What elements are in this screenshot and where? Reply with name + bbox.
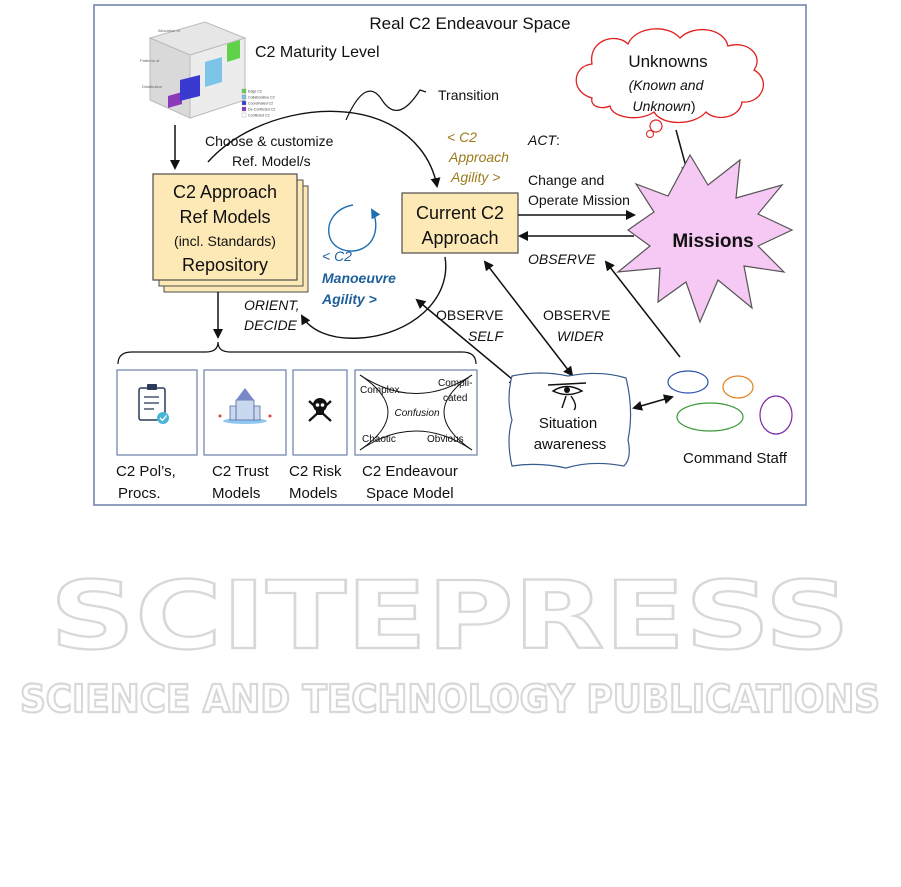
model-label-1-line2: Models — [212, 485, 260, 502]
unknowns-title: Unknowns — [628, 52, 707, 71]
eye-icon — [547, 382, 587, 411]
models-brace — [117, 341, 477, 365]
cynefin-complicated-2: cated — [443, 393, 467, 404]
watermark-main: SCITEPRESS — [50, 562, 850, 671]
choose-label-line2: Ref. Model/s — [232, 153, 311, 169]
model-label-0-line2: Procs. — [118, 485, 161, 502]
act-line2: Change and — [528, 172, 604, 188]
svg-text:OBSERVE: OBSERVE — [436, 307, 503, 323]
manoeuvre-loop-icon — [328, 204, 381, 252]
current-line2: Approach — [421, 228, 498, 248]
maturity-label: C2 Maturity Level — [255, 44, 380, 61]
unknowns-cloud: Unknowns (Known and Unknown) — [575, 28, 764, 138]
missions-burst: Missions — [616, 153, 794, 324]
act-line3: Operate Mission — [528, 192, 630, 208]
legend-swatch-0 — [241, 88, 247, 94]
situation-awareness-box: Situation awareness — [508, 372, 632, 469]
current-approach-box: Current C2 Approach — [401, 192, 519, 254]
legend-swatch-1 — [241, 94, 247, 100]
model-label-2-line1: C2 Risk — [289, 463, 342, 480]
orient-label: ORIENT, — [244, 297, 300, 313]
unknowns-sub1: (Known and — [629, 77, 705, 93]
svg-text:Approach: Approach — [448, 149, 509, 165]
missions-label: Missions — [672, 231, 753, 252]
svg-text:Agility >: Agility > — [450, 169, 500, 185]
watermark: SCITEPRESS SCIENCE AND TECHNOLOGY PUBLIC… — [19, 561, 881, 722]
clipboard-icon — [138, 384, 169, 424]
current-line1: Current C2 — [416, 203, 504, 223]
repository-line2: Ref Models — [179, 207, 270, 227]
model-label-0-line1: C2 Pol’s, — [116, 463, 176, 480]
situation-line2: awareness — [534, 436, 607, 453]
legend-swatch-2 — [241, 100, 247, 106]
observe-mission-label: OBSERVE — [528, 251, 596, 267]
legend-label-3: De-Conflicted C2 — [248, 108, 275, 112]
cynefin-obvious: Obvious — [427, 434, 464, 445]
cynefin-complex: Complex — [360, 385, 399, 396]
approach-agility-label: < C2 Approach Agility > — [447, 129, 509, 185]
model-box-risk — [292, 369, 348, 456]
arrow-loop-to-current — [207, 110, 441, 188]
svg-text:WIDER: WIDER — [557, 328, 604, 344]
arrow-command-to-current — [604, 260, 681, 358]
svg-text:< C2: < C2 — [322, 248, 352, 264]
legend-swatch-3 — [241, 106, 247, 112]
repository-line4: Repository — [182, 255, 268, 275]
legend-swatch-4 — [241, 112, 247, 118]
model-label-2-line2: Models — [289, 485, 337, 502]
situation-line1: Situation — [539, 415, 597, 432]
command-staff-group: Command Staff — [667, 370, 793, 467]
repository-line3: (incl. Standards) — [174, 233, 276, 249]
diagram-title: Real C2 Endeavour Space — [369, 14, 570, 33]
maturity-legend: Edge C2 Collaborative C2 Coordinated C2 … — [241, 88, 275, 118]
svg-text:SELF: SELF — [468, 328, 504, 344]
manoeuvre-agility-label: < C2 Manoeuvre Agility > — [321, 248, 396, 307]
act-label: ACT: — [527, 132, 560, 148]
arrow-observe-wider — [483, 260, 574, 377]
model-label-1-line1: C2 Trust — [212, 463, 270, 480]
decide-label: DECIDE — [244, 317, 298, 333]
repository-box: C2 Approach Ref Models (incl. Standards)… — [152, 173, 309, 293]
svg-text:Manoeuvre: Manoeuvre — [322, 270, 396, 286]
skull-crossbones-icon — [308, 398, 332, 422]
model-label-3-line1: C2 Endeavour — [362, 463, 458, 480]
watermark-sub: SCIENCE AND TECHNOLOGY PUBLICATIONS — [20, 677, 880, 721]
unknowns-sub2: Unknown) — [632, 98, 695, 114]
transition-wave — [345, 89, 427, 121]
model-box-policies — [116, 369, 198, 456]
cynefin-complicated-1: Compli- — [438, 378, 472, 389]
transition-label: Transition — [438, 87, 499, 103]
model-label-3-line2: Space Model — [366, 485, 454, 502]
legend-label-1: Collaborative C2 — [248, 96, 275, 100]
legend-label-4: Conflicted C2 — [248, 114, 270, 118]
svg-text:Patterns of: Patterns of — [140, 58, 160, 63]
svg-text:Agility >: Agility > — [321, 291, 377, 307]
model-labels: C2 Pol’s, Procs. C2 Trust Models C2 Risk… — [116, 463, 458, 502]
legend-label-0: Edge C2 — [248, 90, 262, 94]
model-box-trust — [203, 369, 287, 456]
castle-icon — [218, 388, 272, 424]
legend-label-2: Coordinated C2 — [248, 102, 273, 106]
svg-text:OBSERVE: OBSERVE — [543, 307, 610, 323]
maturity-cube-image: Allocation of Patterns of Distribution E… — [140, 21, 275, 119]
svg-text:Allocation of: Allocation of — [158, 28, 181, 33]
arrow-loop-to-repository — [301, 256, 447, 339]
repository-line1: C2 Approach — [173, 182, 277, 202]
svg-text:< C2: < C2 — [447, 129, 477, 145]
cynefin-chaotic: Chaotic — [362, 434, 396, 445]
model-box-cynefin: Complex Compli- cated Confusion Chaotic … — [354, 369, 478, 456]
cynefin-confusion: Confusion — [394, 408, 439, 419]
arrow-situation-command — [632, 394, 674, 411]
command-staff-label: Command Staff — [683, 450, 788, 467]
svg-text:Distribution: Distribution — [142, 84, 162, 89]
